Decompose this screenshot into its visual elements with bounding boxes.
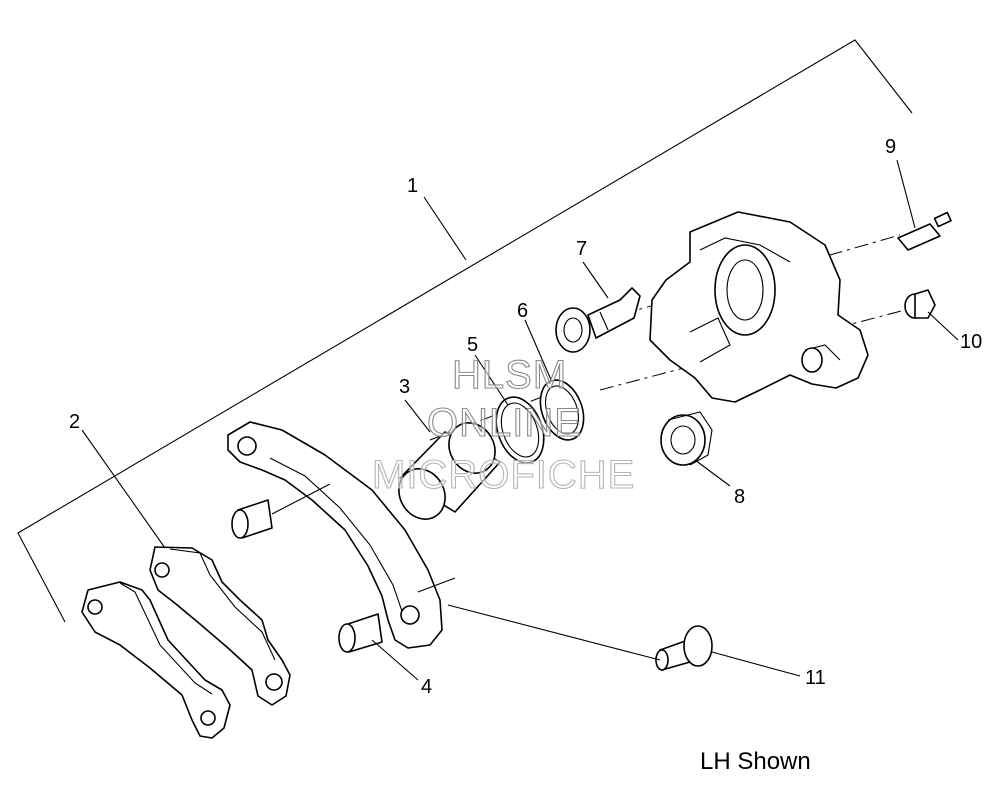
caliper-body — [649, 211, 869, 403]
callout-9: 9 — [885, 136, 896, 158]
brake-pad-inner — [149, 546, 291, 706]
slide-pin-boot — [555, 287, 641, 353]
callout-4: 4 — [421, 676, 432, 698]
bleeder-screw — [897, 211, 952, 251]
caliper-bracket — [227, 421, 456, 653]
callout-labels: 1 2 3 4 5 6 7 8 9 10 11 — [69, 136, 982, 698]
assembly-bracket — [17, 39, 913, 623]
callout-7: 7 — [576, 238, 587, 260]
caption-lh-shown: LH Shown — [700, 748, 811, 775]
watermark-line-2: ONLINE — [427, 401, 582, 445]
brake-pad-outer — [81, 581, 231, 739]
piston — [398, 422, 501, 520]
bleeder-cap — [904, 289, 936, 319]
callout-11: 11 — [805, 667, 826, 689]
boot-lower — [660, 411, 713, 466]
watermark-line-1: HLSM — [452, 353, 567, 397]
watermark: HLSM ONLINE MICROFICHE — [371, 352, 635, 497]
callout-5: 5 — [467, 334, 478, 356]
callout-1: 1 — [407, 175, 418, 197]
callout-8: 8 — [734, 486, 745, 508]
callout-2: 2 — [69, 411, 80, 433]
seal-ring-5 — [495, 396, 545, 464]
watermark-line-3: MICROFICHE — [372, 453, 635, 497]
center-lines — [429, 234, 906, 441]
callout-3: 3 — [399, 376, 410, 398]
callout-6: 6 — [517, 300, 528, 322]
mounting-bolt — [655, 625, 713, 671]
callout-10: 10 — [960, 331, 982, 353]
leader-lines — [81, 159, 959, 681]
